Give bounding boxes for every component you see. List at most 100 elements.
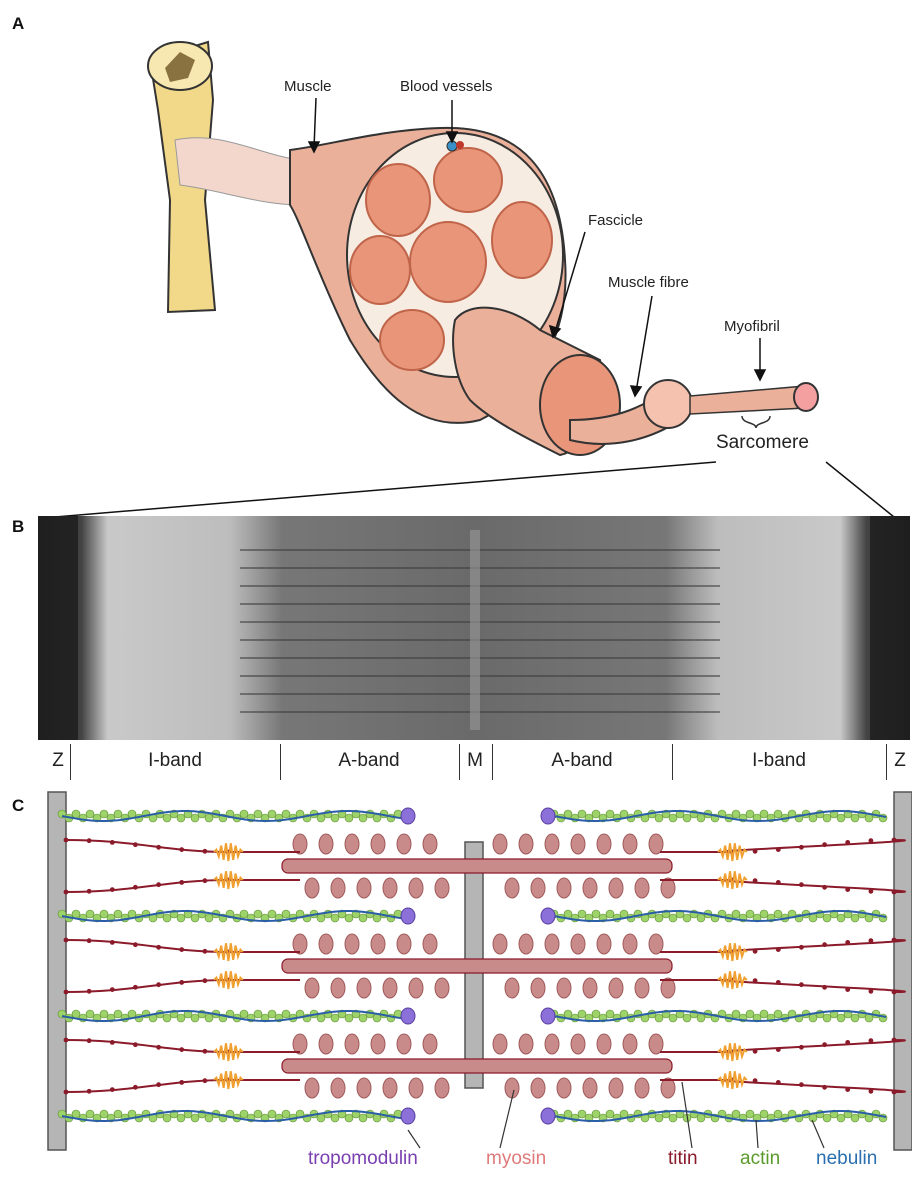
myosin-head xyxy=(609,878,623,898)
actin-bead xyxy=(823,1014,831,1022)
titin-bead xyxy=(133,985,138,990)
actin-bead xyxy=(809,1014,817,1022)
myosin-head xyxy=(345,934,359,954)
titin-bead xyxy=(892,838,897,843)
myosin-head xyxy=(331,1078,345,1098)
actin-bead xyxy=(837,914,845,922)
myosin-head xyxy=(397,934,411,954)
actin-bead xyxy=(760,810,768,818)
myosin-head xyxy=(519,834,533,854)
actin-bead xyxy=(837,1114,845,1122)
titin-bead xyxy=(892,1090,897,1095)
myosin-head xyxy=(319,934,333,954)
legend-tropomodulin: tropomodulin xyxy=(308,1148,418,1170)
myosin-head xyxy=(435,978,449,998)
actin-bead xyxy=(86,1010,94,1018)
myosin-head xyxy=(597,934,611,954)
myosin-head xyxy=(519,1034,533,1054)
actin-bead xyxy=(205,814,213,822)
titin-bead xyxy=(799,945,804,950)
myosin-head xyxy=(505,1078,519,1098)
titin-strand xyxy=(660,980,905,992)
titin-bead xyxy=(203,1078,208,1083)
myosin-thick-filament xyxy=(282,959,672,973)
titin-bead xyxy=(110,887,115,892)
titin-bead xyxy=(110,1087,115,1092)
myosin-head xyxy=(383,1078,397,1098)
actin-bead xyxy=(254,910,262,918)
actin-bead xyxy=(606,1010,614,1018)
titin-bead xyxy=(133,1042,138,1047)
actin-bead xyxy=(760,1110,768,1118)
titin-bead xyxy=(822,942,827,947)
titin-bead xyxy=(869,838,874,843)
myosin-head xyxy=(423,834,437,854)
actin-bead xyxy=(114,910,122,918)
actin-bead xyxy=(240,1010,248,1018)
myosin-head xyxy=(357,1078,371,1098)
actin-bead xyxy=(177,914,185,922)
titin-strand xyxy=(660,1080,905,1092)
actin-bead xyxy=(655,814,663,822)
actin-bead xyxy=(317,814,325,822)
actin-bead xyxy=(268,910,276,918)
actin-bead xyxy=(86,910,94,918)
titin-bead xyxy=(87,838,92,843)
actin-bead xyxy=(592,810,600,818)
tropomodulin-cap xyxy=(401,908,415,924)
titin-bead xyxy=(64,1038,69,1043)
actin-bead xyxy=(331,814,339,822)
actin-bead xyxy=(359,814,367,822)
actin-bead xyxy=(669,814,677,822)
actin-bead xyxy=(205,914,213,922)
z-disc-right xyxy=(894,792,912,1150)
myosin-head xyxy=(371,834,385,854)
myosin-head xyxy=(409,878,423,898)
actin-bead xyxy=(345,1114,353,1122)
titin-bead xyxy=(203,949,208,954)
titin-bead xyxy=(64,1090,69,1095)
myosin-head xyxy=(383,978,397,998)
titin-bead xyxy=(869,989,874,994)
actin-bead xyxy=(72,1110,80,1118)
legend-actin: actin xyxy=(740,1148,780,1170)
titin-bead xyxy=(87,889,92,894)
titin-bead xyxy=(87,989,92,994)
titin-bead xyxy=(753,949,758,954)
titin-bead xyxy=(869,1089,874,1094)
actin-bead xyxy=(697,1114,705,1122)
actin-bead xyxy=(697,914,705,922)
titin-bead xyxy=(776,980,781,985)
actin-bead xyxy=(578,910,586,918)
actin-bead xyxy=(809,914,817,922)
myosin-head xyxy=(519,934,533,954)
myosin-head xyxy=(409,978,423,998)
titin-bead xyxy=(203,878,208,883)
titin-bead xyxy=(156,945,161,950)
myosin-head xyxy=(435,878,449,898)
actin-bead xyxy=(606,910,614,918)
myosin-head xyxy=(383,878,397,898)
actin-bead xyxy=(606,810,614,818)
actin-bead xyxy=(655,914,663,922)
actin-bead xyxy=(72,910,80,918)
myosin-head xyxy=(423,934,437,954)
actin-bead xyxy=(177,1014,185,1022)
myosin-head xyxy=(623,1034,637,1054)
actin-bead xyxy=(655,1014,663,1022)
myosin-head xyxy=(635,878,649,898)
myosin-head xyxy=(505,878,519,898)
titin-bead xyxy=(179,1047,184,1052)
actin-bead xyxy=(851,914,859,922)
actin-bead xyxy=(732,1110,740,1118)
tropomodulin-cap xyxy=(541,908,555,924)
myosin-head xyxy=(583,978,597,998)
titin-bead xyxy=(753,849,758,854)
myosin-head xyxy=(583,878,597,898)
actin-bead xyxy=(163,1014,171,1022)
titin-bead xyxy=(799,982,804,987)
tropomodulin-cap xyxy=(541,808,555,824)
titin-bead xyxy=(203,1049,208,1054)
myosin-head xyxy=(345,834,359,854)
